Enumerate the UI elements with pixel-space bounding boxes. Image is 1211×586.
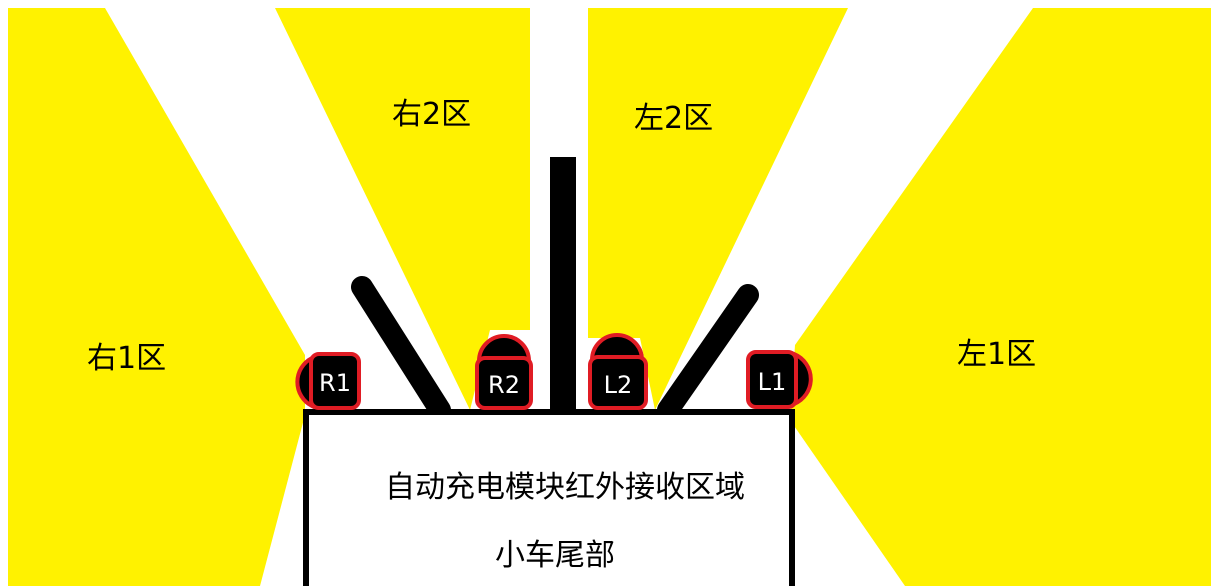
zone-right2-label: 右2区 [392,97,471,132]
sensor-l1-dome [792,351,813,407]
sensor-l2-label: L2 [604,371,633,399]
zone-right1-area [8,8,305,586]
sensor-r2-dome [476,334,532,363]
sensor-l1-body [746,350,798,409]
sensor-l1-label: L1 [758,368,787,396]
left-divider [657,284,759,421]
sensor-r2-body [475,356,533,410]
car-rear-label: 小车尾部 [495,538,615,573]
zone-left1-area [790,8,1211,586]
zone-right1-label: 右1区 [87,341,166,376]
sensor-r1 [295,352,361,410]
right-divider [351,276,451,421]
zone-right2-area [275,8,530,410]
car-rear-body [303,409,795,586]
zone-left2-area [588,8,848,410]
sensor-l2 [588,333,648,410]
ir-receiver-area-label: 自动充电模块红外接收区域 [385,470,745,505]
center-divider [550,157,576,413]
zone-left2-label: 左2区 [634,101,713,136]
sensor-r1-label: R1 [319,369,351,397]
sensor-l2-body [588,355,648,410]
zone-left1-label: 左1区 [957,337,1036,372]
sensor-r1-body [309,352,361,410]
sensor-r2 [475,334,533,410]
sensor-r2-label: R2 [488,371,520,399]
sensor-l2-dome [589,333,645,362]
sensor-l1 [746,350,813,409]
sensor-r1-dome [295,354,314,410]
